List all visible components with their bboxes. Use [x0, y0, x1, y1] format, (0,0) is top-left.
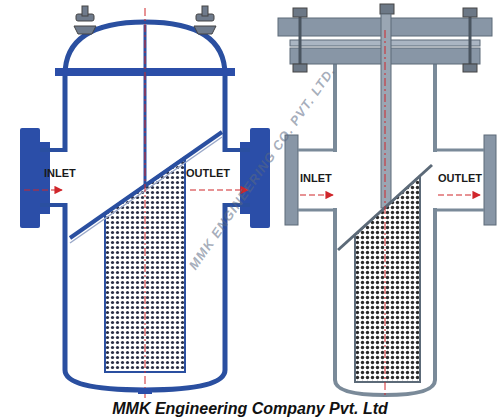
port-label: OUTLET [438, 172, 482, 185]
port-label: INLET [44, 167, 76, 180]
basket-strainer-right [278, 4, 496, 398]
port-label: INLET [300, 172, 332, 185]
caption: MMK Engineering Company Pvt. Ltd [112, 399, 388, 418]
port-label: OUTLET [186, 167, 230, 180]
